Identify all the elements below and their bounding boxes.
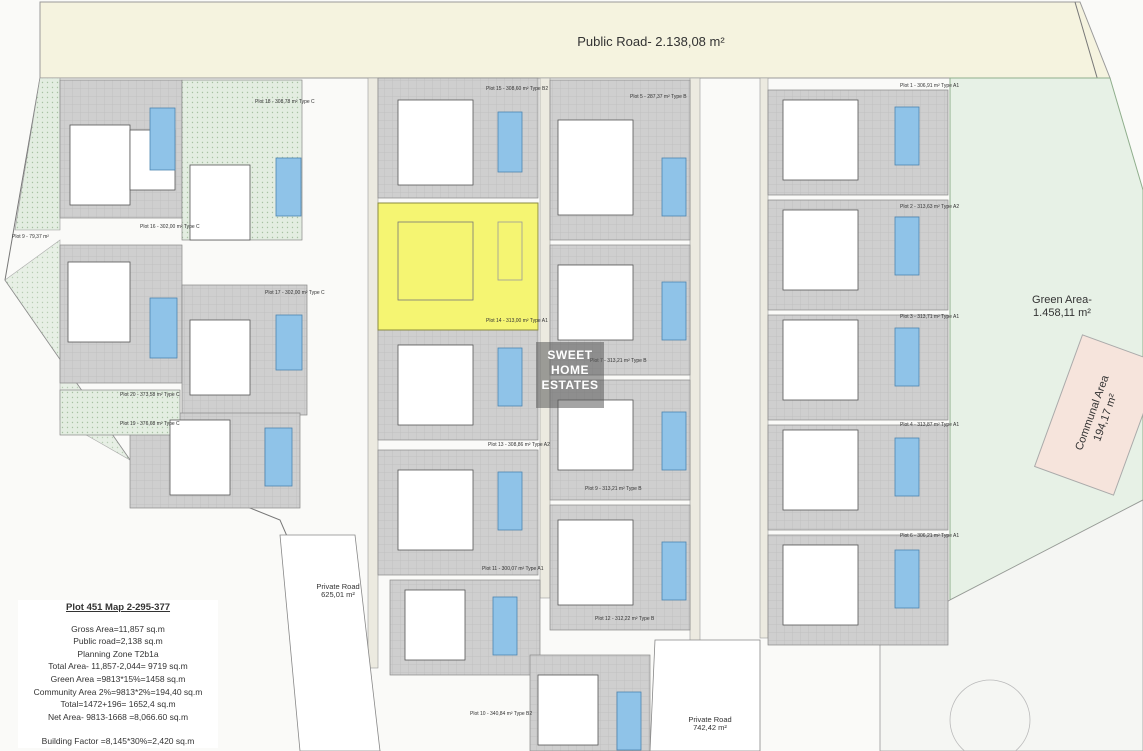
plot-label: Plot 15 - 308,60 m² Type B2 bbox=[486, 86, 548, 92]
plot-label: Plot 11 - 300,07 m² Type A1 bbox=[482, 566, 544, 572]
private-road-1-label: Private Road bbox=[316, 582, 359, 591]
watermark-line-1: SWEET bbox=[547, 348, 593, 362]
legend-line: Total Area- 11,857-2,044= 9719 sq.m bbox=[48, 661, 188, 672]
plot-labels: Plot 18 - 308,78 m² Type C Plot 16 - 302… bbox=[12, 83, 959, 717]
plot-label: Plot 3 - 313,71 m² Type A1 bbox=[900, 314, 959, 320]
green-area-label: Green Area- bbox=[1032, 294, 1092, 306]
plot-label: Plot 13 - 308,86 m² Type A2 bbox=[488, 442, 550, 448]
legend-line: Building Factor =8,145*30%=2,420 sq.m bbox=[41, 736, 195, 747]
legend-line: Total=1472+196= 1652,4 sq.m bbox=[60, 699, 176, 710]
public-road bbox=[39, 1, 1111, 79]
private-road-1-value: 625,01 m² bbox=[321, 590, 355, 599]
green-area-value: 1.458,11 m² bbox=[1033, 307, 1091, 319]
plot-label: Plot 9 - 313,21 m² Type B bbox=[585, 486, 642, 492]
plot-label: Plot 16 - 302,00 m² Type C bbox=[140, 224, 200, 230]
legend-line: Net Area- 9813-1668 =8,066.60 sq.m bbox=[47, 711, 189, 722]
legend-line: Public road=2,138 sq.m bbox=[73, 636, 163, 647]
communal-area: Communal Area 194,17 m² bbox=[1033, 334, 1143, 496]
plot-label: Plot 6 - 306,21 m² Type A1 bbox=[900, 533, 959, 539]
plot-label: Plot 5 - 287,37 m² Type B bbox=[630, 94, 687, 100]
highlighted-plot bbox=[377, 202, 539, 331]
plot-label: Plot 12 - 312,22 m² Type B bbox=[595, 616, 655, 622]
plot-label: Plot 4 - 313,87 m² Type A1 bbox=[900, 422, 959, 428]
plot-label: Plot 1 - 306,91 m² Type A1 bbox=[900, 83, 959, 89]
public-road-label: Public Road- 2.138,08 m² bbox=[577, 34, 725, 49]
plot-label: Plot 18 - 308,78 m² Type C bbox=[255, 99, 315, 105]
house-footprints bbox=[67, 99, 859, 746]
legend-line bbox=[18, 723, 218, 735]
watermark-line-3: ESTATES bbox=[541, 378, 599, 392]
plot-label: Plot 7 - 313,21 m² Type B bbox=[590, 358, 647, 364]
private-road-2-value: 742,42 m² bbox=[693, 723, 727, 732]
plot-label: Plot 9 - 79,37 m² bbox=[12, 234, 49, 240]
legend-line: Community Area 2%=9813*2%=194,40 sq.m bbox=[33, 686, 203, 697]
plot-label: Plot 17 - 302,00 m² Type C bbox=[265, 290, 325, 296]
watermark-logo: SWEET HOME ESTATES bbox=[536, 342, 604, 408]
plot-label: Plot 14 - 313,00 m² Type A1 bbox=[486, 318, 548, 324]
watermark-line-2: HOME bbox=[551, 363, 589, 377]
legend-line: Gross Area=11,857 sq.m bbox=[71, 623, 165, 634]
private-road-2-label: Private Road bbox=[688, 715, 731, 724]
pools bbox=[149, 106, 920, 751]
legend-title: Plot 451 Map 2-295-377 bbox=[65, 602, 171, 613]
plot-label: Plot 2 - 313,63 m² Type A2 bbox=[900, 204, 959, 210]
legend-line: Green Area =9813*15%=1458 sq.m bbox=[50, 673, 186, 684]
plot-label: Plot 20 - 373,58 m² Type C bbox=[120, 392, 180, 398]
plot-legend: Plot 451 Map 2-295-377 Gross Area=11,857… bbox=[18, 600, 218, 748]
plot-label: Plot 19 - 376,68 m² Type C bbox=[120, 421, 180, 427]
plot-label: Plot 10 - 340,84 m² Type B2 bbox=[470, 711, 532, 717]
legend-line: Planning Zone T2b1a bbox=[77, 648, 159, 659]
